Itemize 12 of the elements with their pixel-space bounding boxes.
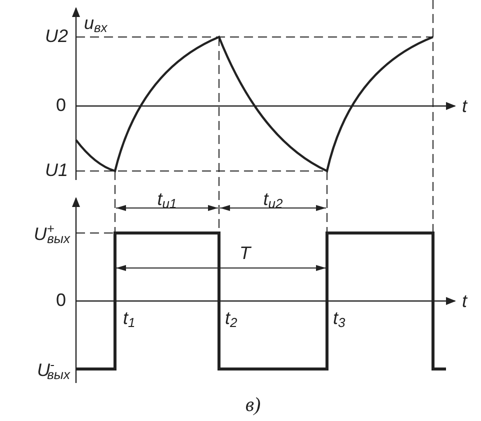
axis-label: 0 bbox=[56, 291, 66, 309]
axis-label: u$_{вх}$ bbox=[84, 14, 108, 34]
axis-label: t bbox=[462, 292, 468, 310]
caption: в) bbox=[245, 395, 261, 415]
axis-label: 0 bbox=[56, 96, 66, 114]
axis-label: t$_{2}$ bbox=[225, 309, 238, 329]
axis-label: t$_{1}$ bbox=[123, 309, 136, 329]
axis-label: T bbox=[240, 244, 250, 262]
axis-label: U1 bbox=[44, 161, 68, 179]
axis-label: t$_{3}$ bbox=[333, 309, 346, 329]
axis-label: t bbox=[462, 97, 468, 115]
axis-label: U2 bbox=[44, 27, 68, 45]
